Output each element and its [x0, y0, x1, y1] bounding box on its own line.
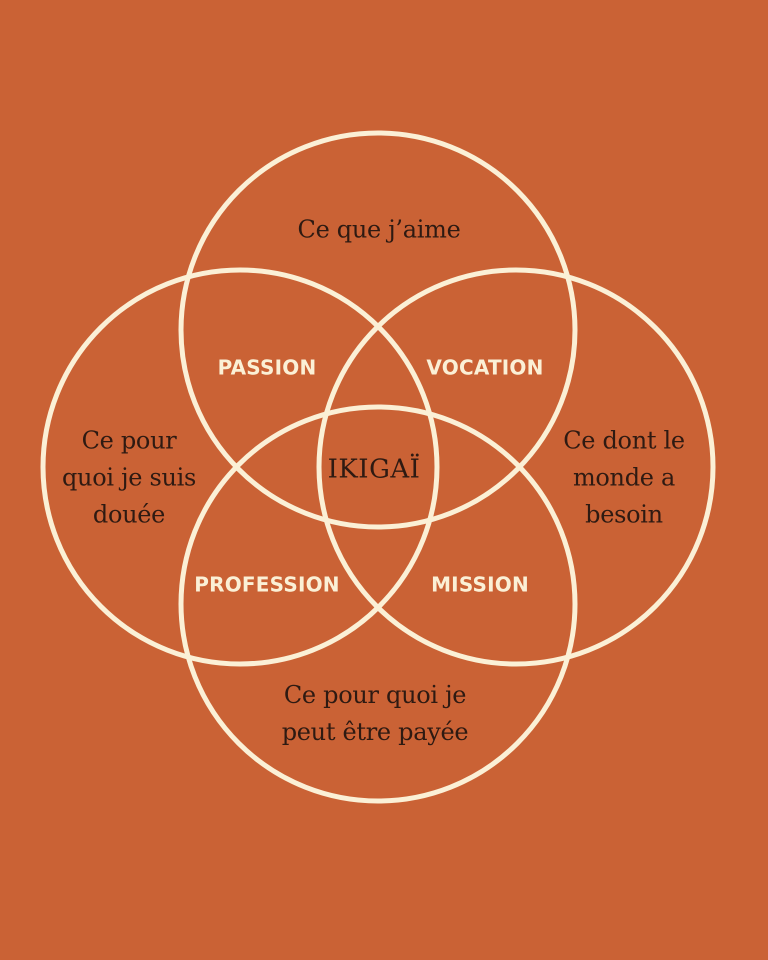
- label-mission: MISSION: [431, 572, 529, 597]
- circle-bottom: [178, 404, 578, 804]
- label-vocation: VOCATION: [426, 355, 544, 380]
- label-world-needs-line-2: monde a: [572, 463, 676, 492]
- label-passion: PASSION: [217, 355, 317, 380]
- label-love: Ce que j’aime: [298, 212, 461, 249]
- label-good-at-line-3: douée: [92, 500, 166, 529]
- label-world-needs: Ce dont le monde a besoin: [563, 423, 685, 534]
- label-paid-for-line-1: Ce pour quoi je: [283, 681, 467, 709]
- label-world-needs-line-3: besoin: [585, 500, 663, 529]
- label-profession: PROFESSION: [194, 572, 340, 597]
- label-paid-for-line-2: peut être payée: [281, 718, 469, 746]
- circle-top: [178, 130, 578, 530]
- label-good-at-line-1: Ce pour: [81, 426, 177, 455]
- label-love-line-1: Ce que j’aime: [297, 215, 461, 244]
- label-world-needs-line-1: Ce dont le: [563, 426, 685, 455]
- label-paid-for: Ce pour quoi je peut être payée: [282, 677, 469, 751]
- circle-left: [40, 267, 440, 667]
- label-ikigai-center: IKIGAÏ: [327, 454, 421, 485]
- circle-right: [316, 267, 716, 667]
- label-good-at: Ce pour quoi je suis douée: [62, 423, 196, 534]
- label-good-at-line-2: quoi je suis: [61, 463, 197, 492]
